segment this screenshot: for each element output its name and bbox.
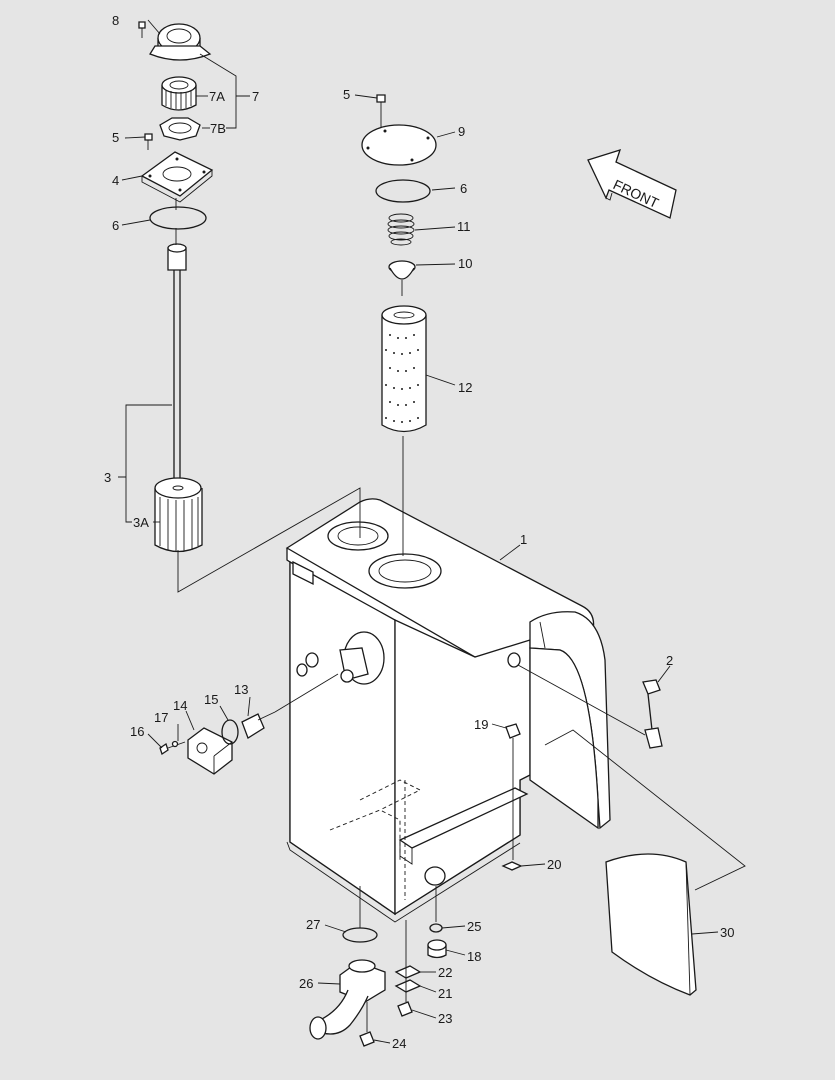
callout-30: 30	[720, 925, 734, 940]
filter-element-7a	[161, 76, 197, 111]
callout-19: 19	[474, 717, 488, 732]
callout-22: 22	[438, 965, 452, 980]
callout-7: 7	[252, 89, 259, 104]
callout-6-left: 6	[112, 218, 119, 233]
callout-4: 4	[112, 173, 119, 188]
flange-plate-4	[140, 133, 214, 203]
callout-13: 13	[234, 682, 248, 697]
callout-24: 24	[392, 1036, 406, 1051]
callout-25: 25	[467, 919, 481, 934]
callout-14: 14	[173, 698, 187, 713]
front-direction-arrow: FRONT	[587, 149, 677, 219]
callout-3: 3	[104, 470, 111, 485]
callout-20: 20	[547, 857, 561, 872]
gasket-7b	[159, 117, 201, 141]
breather-cap	[138, 21, 212, 61]
callout-9: 9	[458, 124, 465, 139]
callout-10: 10	[458, 256, 472, 271]
o-ring-6-left	[149, 206, 207, 230]
callout-labels: 8 7A 7 7B 5 4 6 5 9 6 11 10 12 3 3A 1 2 …	[104, 13, 734, 1051]
bottom-fittings	[309, 723, 523, 1047]
callout-5-left: 5	[112, 130, 119, 145]
callout-3a: 3A	[133, 515, 149, 530]
callout-6-middle: 6	[460, 181, 467, 196]
side-cover-30	[544, 729, 746, 996]
callout-5-middle: 5	[343, 87, 350, 102]
spring-11	[387, 213, 415, 246]
leader-lines	[118, 19, 719, 1044]
callout-21: 21	[438, 986, 452, 1001]
bypass-valve-10	[388, 260, 416, 296]
callout-23: 23	[438, 1011, 452, 1026]
o-ring-6-middle	[375, 179, 431, 203]
callout-15: 15	[204, 692, 218, 707]
filter-element-12	[381, 305, 427, 433]
callout-7a: 7A	[209, 89, 225, 104]
callout-17: 17	[154, 710, 168, 725]
callout-1: 1	[520, 532, 527, 547]
callout-26: 26	[299, 976, 313, 991]
callout-18: 18	[467, 949, 481, 964]
return-filter-cover-9	[361, 94, 437, 166]
callout-12: 12	[458, 380, 472, 395]
level-gauge-2	[517, 664, 663, 749]
callout-7b: 7B	[210, 121, 226, 136]
callout-11: 11	[457, 219, 471, 234]
suction-strainer-3	[154, 243, 203, 553]
callout-8: 8	[112, 13, 119, 28]
side-port-parts	[159, 673, 339, 775]
callout-27: 27	[306, 917, 320, 932]
tank-body	[285, 498, 611, 923]
callout-2: 2	[666, 653, 673, 668]
callout-16: 16	[130, 724, 144, 739]
